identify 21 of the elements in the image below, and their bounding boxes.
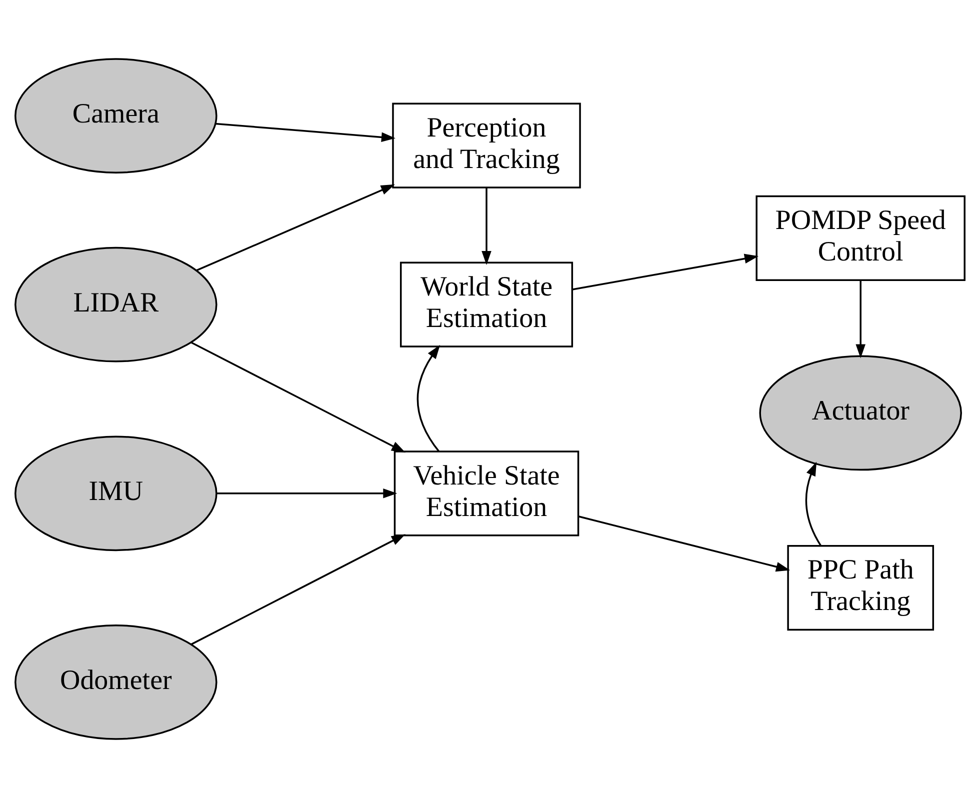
arrow xyxy=(190,534,406,646)
arrow xyxy=(805,462,822,546)
arrow xyxy=(416,344,440,452)
arrow xyxy=(482,188,492,265)
node-box: Vehicle State Estimation xyxy=(394,450,580,536)
node-ellipse: Actuator xyxy=(759,355,962,471)
arrow xyxy=(216,488,398,498)
node-box: Perception and Tracking xyxy=(392,102,581,188)
node-box: POMDP Speed Control xyxy=(756,195,966,281)
arrow xyxy=(856,280,866,358)
node-box: World State Estimation xyxy=(400,262,574,348)
arrow xyxy=(196,184,395,272)
node-box: PPC Path Tracking xyxy=(787,544,934,631)
arrow xyxy=(190,342,406,453)
arrow xyxy=(578,516,790,572)
node-ellipse: IMU xyxy=(14,436,218,552)
node-ellipse: Odometer xyxy=(14,624,218,740)
node-ellipse: LIDAR xyxy=(14,246,218,362)
node-ellipse: Camera xyxy=(14,58,218,174)
arrow xyxy=(215,122,396,142)
arrow xyxy=(572,254,759,290)
